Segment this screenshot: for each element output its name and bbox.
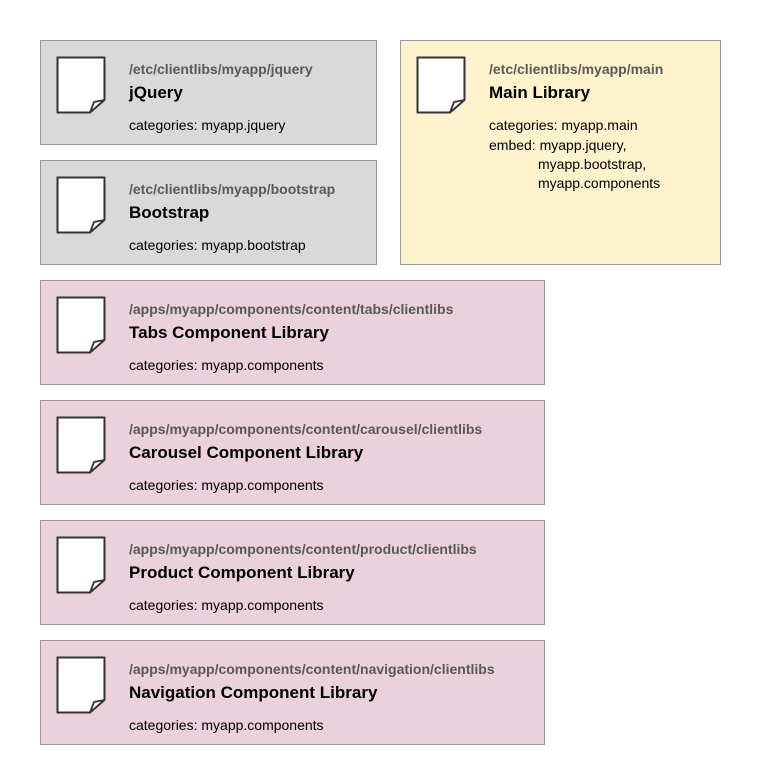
clientlib-path: /apps/myapp/components/content/product/c…	[129, 541, 477, 557]
embed-line: embed: myapp.jquery,	[489, 137, 627, 153]
clientlib-title: Carousel Component Library	[129, 443, 364, 462]
embed-line: myapp.components	[538, 175, 661, 191]
clientlib-path: /apps/myapp/components/content/navigatio…	[129, 661, 495, 677]
clientlib-categories: categories: myapp.bootstrap	[129, 237, 306, 253]
embed-line: myapp.bootstrap,	[538, 156, 647, 172]
clientlib-categories: categories: myapp.jquery	[129, 117, 286, 133]
document-icon	[416, 56, 466, 114]
clientlib-categories: categories: myapp.components	[129, 717, 324, 733]
clientlib-categories: categories: myapp.main	[489, 117, 638, 133]
clientlib-categories: categories: myapp.components	[129, 597, 324, 613]
clientlib-embed-list: embed: myapp.jquery, myapp.bootstrap, my…	[489, 136, 660, 193]
clientlib-title: Bootstrap	[129, 203, 210, 222]
document-icon	[56, 416, 106, 474]
document-icon	[56, 296, 106, 354]
document-icon	[56, 176, 106, 234]
document-icon	[56, 56, 106, 114]
clientlib-title: Tabs Component Library	[129, 323, 329, 342]
clientlib-path: /apps/myapp/components/content/tabs/clie…	[129, 301, 454, 317]
clientlib-categories: categories: myapp.components	[129, 477, 324, 493]
clientlib-path: /etc/clientlibs/myapp/main	[489, 61, 664, 77]
clientlib-path: /etc/clientlibs/myapp/jquery	[129, 61, 313, 77]
clientlib-card-main: /etc/clientlibs/myapp/main Main Library …	[400, 40, 721, 265]
clientlib-card-navigation: /apps/myapp/components/content/navigatio…	[40, 640, 545, 745]
clientlib-card-carousel: /apps/myapp/components/content/carousel/…	[40, 400, 545, 505]
clientlib-title: Main Library	[489, 83, 591, 102]
clientlib-title: Navigation Component Library	[129, 683, 378, 702]
clientlib-card-product: /apps/myapp/components/content/product/c…	[40, 520, 545, 625]
clientlib-card-jquery: /etc/clientlibs/myapp/jquery jQuery cate…	[40, 40, 377, 145]
clientlib-card-bootstrap: /etc/clientlibs/myapp/bootstrap Bootstra…	[40, 160, 377, 265]
clientlib-title: jQuery	[129, 83, 183, 102]
clientlib-card-tabs: /apps/myapp/components/content/tabs/clie…	[40, 280, 545, 385]
clientlib-path: /apps/myapp/components/content/carousel/…	[129, 421, 483, 437]
document-icon	[56, 656, 106, 714]
clientlib-title: Product Component Library	[129, 563, 355, 582]
clientlib-categories: categories: myapp.components	[129, 357, 324, 373]
clientlib-path: /etc/clientlibs/myapp/bootstrap	[129, 181, 336, 197]
document-icon	[56, 536, 106, 594]
